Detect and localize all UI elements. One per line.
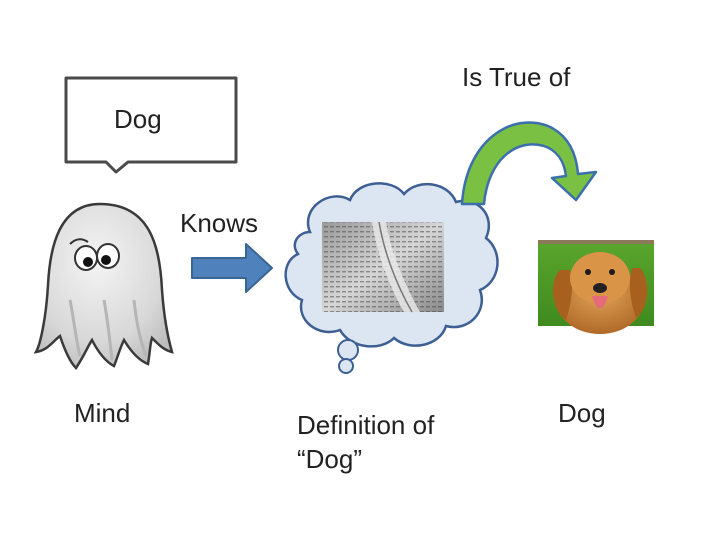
dog-photo-image (538, 240, 654, 334)
is-true-of-label: Is True of (462, 62, 571, 92)
ghost-icon (33, 202, 174, 370)
speech-bubble-text: Dog (114, 104, 162, 134)
definition-label-line2: “Dog” (297, 444, 363, 474)
mind-label: Mind (74, 398, 131, 428)
right-arrow-icon (191, 243, 273, 293)
definition-label-line1: Definition of (297, 410, 435, 440)
knows-label: Knows (180, 208, 259, 238)
curved-arrow-icon (460, 121, 598, 206)
definition-label: Definition of “Dog” (297, 408, 434, 476)
book-page-image (322, 221, 444, 313)
speech-bubble-icon (64, 76, 238, 174)
dog-label: Dog (558, 398, 606, 428)
